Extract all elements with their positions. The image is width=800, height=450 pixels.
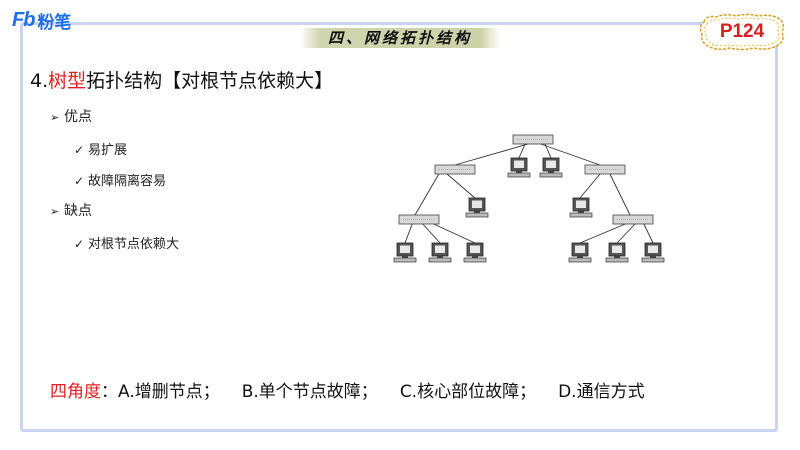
advantages-label: 优点	[64, 109, 92, 125]
connection-lines	[404, 141, 654, 244]
advantage-item-text: 故障隔离容易	[88, 174, 167, 189]
disadvantages-bullet: ➢ 缺点	[50, 200, 92, 220]
angle-option: B.单个节点故障；	[241, 382, 378, 402]
advantage-item: ✓易扩展	[74, 139, 127, 158]
page-number-tag: P124	[696, 12, 788, 52]
page-number: P124	[719, 21, 765, 42]
heading-highlight: 树型	[48, 70, 87, 92]
check-icon: ✓	[74, 237, 85, 251]
angles-colon: ：	[101, 382, 118, 402]
logo-mark: Fb	[12, 8, 35, 31]
pc-icon	[568, 242, 592, 263]
slide-frame	[20, 22, 778, 432]
hub-icon	[398, 214, 440, 225]
logo-text: 粉笔	[37, 12, 72, 33]
disadvantages-label: 缺点	[64, 203, 92, 219]
four-angles-line: 四角度：A.增删节点； B.单个节点故障； C.核心部位故障； D.通信方式	[50, 377, 645, 402]
angles-label: 四角度	[50, 382, 101, 402]
pc-icon	[507, 157, 531, 178]
pc-icon	[641, 242, 665, 263]
advantage-item: ✓故障隔离容易	[74, 170, 166, 189]
arrow-bullet-icon: ➢	[50, 111, 60, 124]
disadvantage-item: ✓对根节点依赖大	[74, 233, 179, 252]
angle-option: A.增删节点；	[118, 382, 220, 402]
heading-prefix: 4.	[30, 70, 49, 92]
check-icon: ✓	[74, 143, 85, 157]
hub-icon	[584, 164, 626, 175]
section-title-text: 四、网络拓扑结构	[327, 28, 472, 47]
hub-icon	[434, 164, 476, 175]
root-hub-icon	[512, 134, 554, 145]
pc-icon	[393, 242, 417, 263]
disadvantage-item-text: 对根节点依赖大	[88, 237, 180, 252]
pc-icon	[465, 197, 489, 218]
title-brush-highlight	[300, 28, 500, 48]
check-icon: ✓	[74, 174, 85, 188]
arrow-bullet-icon: ➢	[50, 205, 60, 218]
tree-topology-diagram	[393, 134, 665, 263]
pc-icon	[428, 242, 452, 263]
advantages-bullet: ➢ 优点	[50, 106, 92, 126]
pc-icon	[605, 242, 629, 263]
pc-icon	[539, 157, 563, 178]
hub-icon	[612, 214, 654, 225]
topic-heading: 4.树型拓扑结构【对根节点依赖大】	[30, 66, 333, 93]
page-tag-cloud-icon	[699, 13, 785, 51]
pc-icon	[569, 197, 593, 218]
angle-option: C.核心部位故障；	[399, 382, 537, 402]
pc-icon	[463, 242, 487, 263]
advantage-item-text: 易扩展	[88, 143, 128, 158]
section-title: 四、网络拓扑结构	[300, 24, 500, 50]
brand-logo: Fb 粉笔	[12, 8, 72, 33]
angle-option: D.通信方式	[558, 382, 645, 402]
heading-rest: 拓扑结构【对根节点依赖大】	[86, 70, 334, 92]
